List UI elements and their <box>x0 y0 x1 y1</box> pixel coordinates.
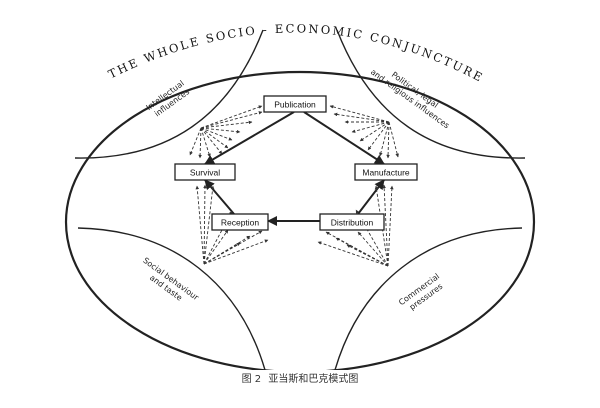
commercial-pressures-label: Commercial pressures <box>397 270 449 315</box>
diagram-title: THE WHOLE SOCIO - ECONOMIC CONJUNCTURE <box>106 21 486 85</box>
node-manufacture: Manufacture <box>354 163 418 181</box>
social-behaviour-label: Social behaviour and taste <box>135 256 202 312</box>
social-arc <box>77 227 266 370</box>
commercial-influence-arrows <box>317 184 394 267</box>
commercial-arc <box>334 227 523 370</box>
node-publication: Publication <box>263 95 327 113</box>
figure-number: 图 2 <box>241 374 262 385</box>
circuit-connectors <box>204 111 385 226</box>
social-influence-arrows <box>195 184 269 265</box>
political-influence-arrows <box>329 105 399 159</box>
node-manufacture-label: Manufacture <box>362 168 410 178</box>
communications-circuit-diagram: THE WHOLE SOCIO - ECONOMIC CONJUNCTURE I… <box>64 21 536 370</box>
intellectual-influences-label: Intellectual influences <box>144 77 193 120</box>
node-distribution-label: Distribution <box>331 218 374 228</box>
conjuncture-ellipse <box>64 70 536 370</box>
node-publication-label: Publication <box>274 100 316 110</box>
node-survival: Survival <box>174 163 236 181</box>
intellectual-influence-arrows <box>189 105 263 159</box>
node-reception: Reception <box>211 213 269 231</box>
figure-caption: 图 2 亚当斯和巴克模式图 <box>0 370 600 385</box>
political-arc <box>336 29 526 159</box>
node-distribution: Distribution <box>319 213 385 231</box>
node-survival-label: Survival <box>190 168 220 178</box>
intellectual-arc <box>74 29 264 159</box>
figure-caption-text: 亚当斯和巴克模式图 <box>268 374 359 385</box>
node-reception-label: Reception <box>221 218 260 228</box>
